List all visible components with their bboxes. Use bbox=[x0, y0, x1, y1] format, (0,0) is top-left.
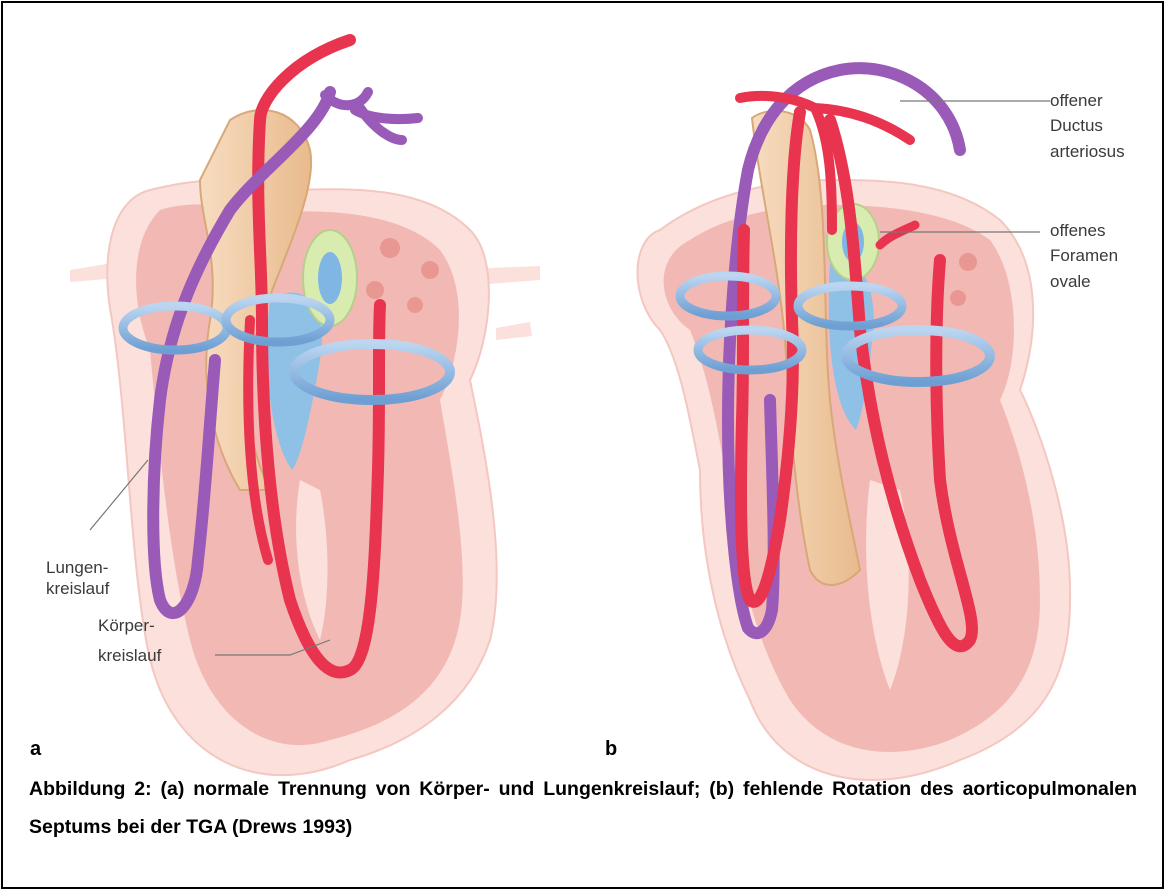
panel-b-label-ductus-line1: offener bbox=[1050, 91, 1103, 110]
panel-a-pore bbox=[407, 297, 423, 313]
panel-a-label-lungen-line1: Lungen- bbox=[46, 558, 108, 577]
panel-b-letter: b bbox=[605, 738, 617, 761]
panel-b-label-foramen-line2: Foramen bbox=[1050, 246, 1118, 265]
panel-b-pore bbox=[959, 253, 977, 271]
panel-b-label-ductus-line3: arteriosus bbox=[1050, 142, 1125, 161]
panel-b-label-ductus-line2: Ductus bbox=[1050, 116, 1103, 135]
panel-a-foramen-hole bbox=[318, 252, 342, 304]
panel-b-heart bbox=[638, 68, 1071, 780]
panel-a-pore bbox=[366, 281, 384, 299]
panel-a-letter: a bbox=[30, 738, 41, 761]
panel-a-vessel-stub-right bbox=[488, 266, 540, 284]
panel-b-label-foramen-line3: ovale bbox=[1050, 272, 1091, 291]
panel-a-vessel-stub-right-lower bbox=[496, 322, 532, 340]
panel-a-pore bbox=[380, 238, 400, 258]
panel-a-label-koerper-line1: Körper- bbox=[98, 616, 155, 635]
panel-b-pore bbox=[950, 290, 966, 306]
panel-b-label-foramen-line1: offenes bbox=[1050, 221, 1105, 240]
panel-a-pore bbox=[421, 261, 439, 279]
panel-a-label-koerper-line2: kreislauf bbox=[98, 646, 162, 665]
panel-a-label-lungen-line2: kreislauf bbox=[46, 579, 110, 598]
panel-a-pulmonary-branch bbox=[325, 92, 418, 140]
figure-caption: Abbildung 2: (a) normale Trennung von Kö… bbox=[29, 770, 1137, 846]
